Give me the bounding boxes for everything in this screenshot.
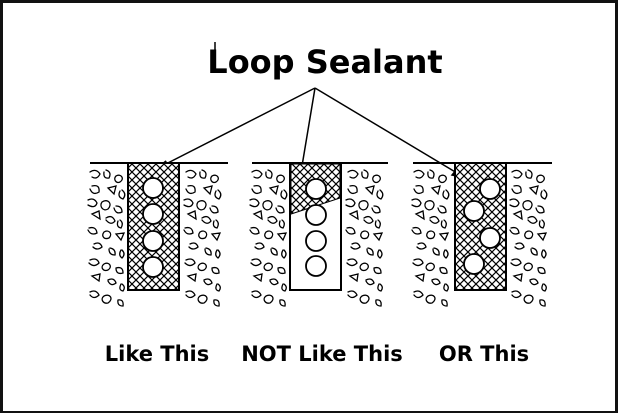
slot-like-this (87, 162, 222, 307)
pavement-aggregate-left (87, 169, 126, 307)
loop-wires (463, 178, 501, 275)
caption-or-this: OR This (439, 342, 529, 366)
diagram-title: Loop Sealant (207, 43, 442, 81)
pavement-aggregate-left (411, 169, 450, 307)
caption-like-this: Like This (105, 342, 210, 366)
slot-not-like-this (249, 162, 384, 307)
loop-wires (142, 177, 164, 278)
loop-wires (305, 178, 327, 277)
pavement-aggregate-right (345, 169, 384, 307)
slot-or-this (411, 162, 548, 307)
caption-not-like-this: NOT Like This (241, 342, 403, 366)
leader-line-left (157, 87, 316, 169)
pavement-aggregate-right (509, 169, 548, 307)
pavement-aggregate-right (183, 169, 222, 307)
leader-line-right (314, 87, 463, 177)
pavement-aggregate-left (249, 169, 288, 307)
